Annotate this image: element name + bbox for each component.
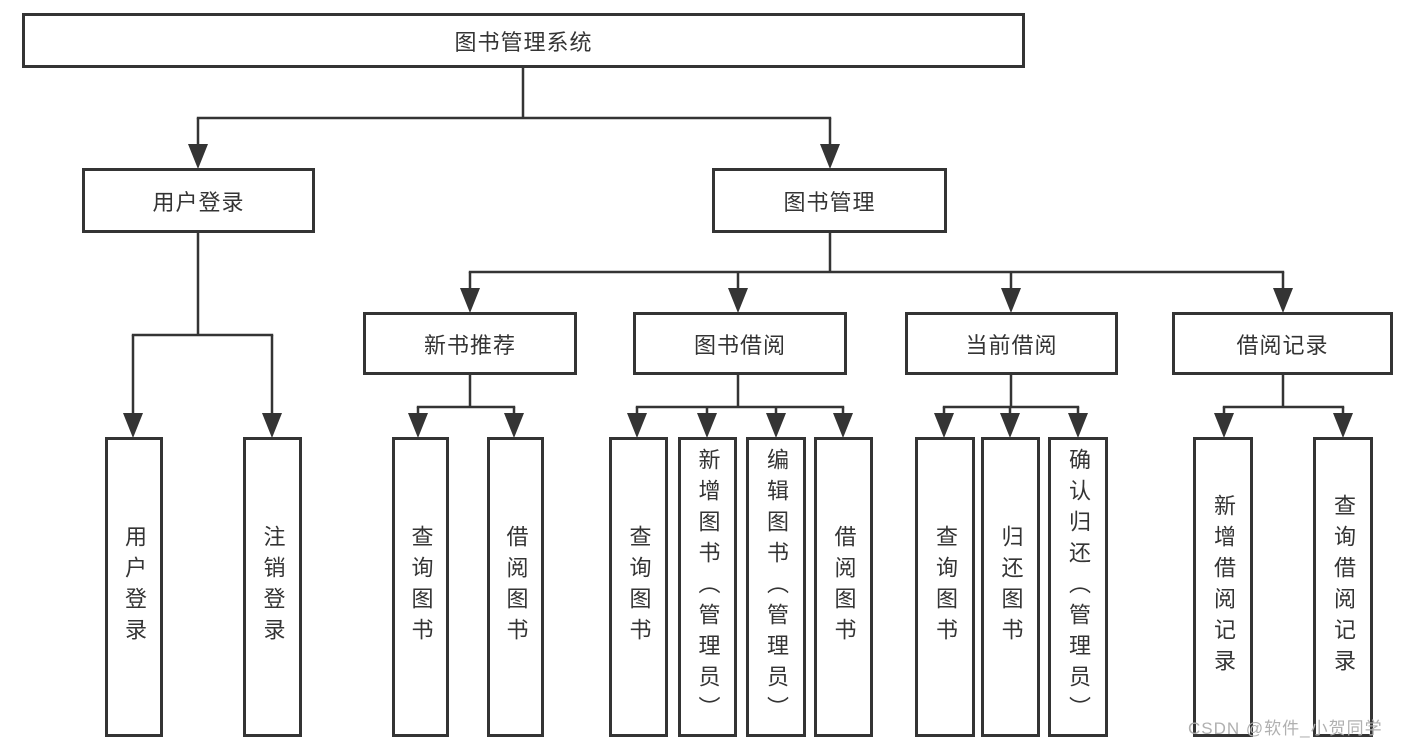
node-book-management: 图书管理 <box>712 168 947 233</box>
node-new-book-recommend: 新书推荐 <box>363 312 577 375</box>
leaf-current-query-book: 查询图书 <box>915 437 975 737</box>
leaf-borrow-borrow-book: 借阅图书 <box>814 437 873 737</box>
leaf-records-query-record: 查询借阅记录 <box>1313 437 1373 737</box>
node-current-borrow: 当前借阅 <box>905 312 1118 375</box>
leaf-borrow-query-book: 查询图书 <box>609 437 668 737</box>
csdn-watermark: CSDN @软件_小贺同学 <box>1188 719 1383 738</box>
leaf-recommend-query-book: 查询图书 <box>392 437 449 737</box>
leaf-user-login: 用户登录 <box>105 437 163 737</box>
leaf-current-confirm-return-admin: 确认归还（管理员） <box>1048 437 1108 737</box>
leaf-borrow-edit-book-admin: 编辑图书（管理员） <box>746 437 806 737</box>
node-book-borrow: 图书借阅 <box>633 312 847 375</box>
leaf-logout: 注销登录 <box>243 437 302 737</box>
leaf-current-return-book: 归还图书 <box>981 437 1040 737</box>
node-borrow-records: 借阅记录 <box>1172 312 1393 375</box>
arrowheads <box>123 144 1353 438</box>
leaf-recommend-borrow-book: 借阅图书 <box>487 437 544 737</box>
node-user-login: 用户登录 <box>82 168 315 233</box>
leaf-records-add-record: 新增借阅记录 <box>1193 437 1253 737</box>
node-root-system: 图书管理系统 <box>22 13 1025 68</box>
leaf-borrow-add-book-admin: 新增图书（管理员） <box>678 437 737 737</box>
